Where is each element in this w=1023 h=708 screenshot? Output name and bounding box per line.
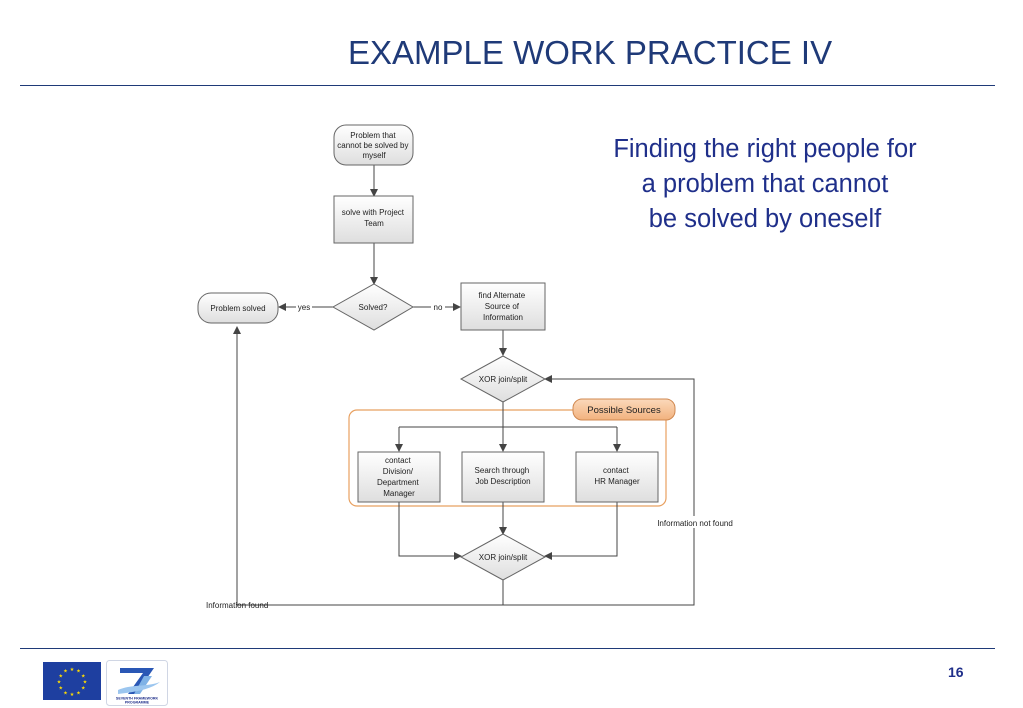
xor-gateway-top-label: XOR join/split	[479, 375, 528, 384]
slide-caption: Finding the right people for a problem t…	[560, 132, 970, 237]
caption-line-1: Finding the right people for	[613, 135, 917, 163]
fp7-text-line-2: PROGRAMME	[125, 701, 150, 705]
caption-line-3: be solved by oneself	[648, 205, 882, 233]
contact-hr-line-1: contact	[603, 466, 630, 475]
svg-text:Search through Job Descrip: Search through Job Description	[475, 466, 532, 486]
contact-division-task	[357, 451, 441, 503]
start-node-line-3: myself	[362, 151, 386, 160]
svg-text:★: ★	[76, 669, 81, 675]
xor-gateway-top	[459, 355, 547, 403]
svg-text:★: ★	[63, 669, 68, 675]
possible-sources-tag	[572, 398, 676, 421]
project-team-line-1: solve with Project	[342, 208, 405, 217]
possible-sources-group	[348, 409, 667, 507]
svg-text:★: ★	[70, 667, 75, 673]
start-node	[333, 124, 414, 166]
svg-text:★: ★	[59, 674, 64, 680]
xor-gateway-bottom-label: XOR join/split	[479, 553, 528, 562]
svg-text:★: ★	[63, 690, 68, 696]
page-number: 16	[948, 664, 964, 680]
no-label: no	[434, 303, 443, 312]
svg-text:★: ★	[83, 680, 88, 686]
contact-hr-line-2: HR Manager	[594, 477, 640, 486]
fp7-text-line-1: SEVENTH FRAMEWORK	[116, 697, 159, 701]
svg-text:contact HR Manager: contact HR Manager	[594, 466, 640, 486]
svg-text:★: ★	[70, 692, 75, 698]
slide-title: EXAMPLE WORK PRACTICE IV	[348, 34, 833, 71]
possible-sources-label: Possible Sources	[587, 405, 661, 416]
start-node-line-2: cannot be solved by	[337, 141, 408, 150]
svg-text:contact Division/ Depa: contact Division/ Department Manager	[377, 456, 421, 498]
contact-division-line-4: Manager	[383, 489, 415, 498]
job-description-line-1: Search through	[475, 466, 530, 475]
contact-division-line-2: Division/	[383, 467, 414, 476]
solved-decision-label: Solved?	[359, 303, 388, 312]
title-divider	[20, 85, 995, 86]
yes-label: yes	[298, 303, 310, 312]
footer-divider	[20, 648, 995, 649]
job-description-task	[461, 451, 545, 503]
info-not-found-label: Information not found	[657, 519, 733, 528]
start-node-line-1: Problem that	[350, 131, 396, 140]
alternate-source-line-1: find Alternate	[479, 291, 526, 300]
solved-decision	[331, 283, 414, 331]
alternate-source-line-3: Information	[483, 313, 523, 322]
svg-text:★: ★	[76, 690, 81, 696]
eu-flag-logo: ★ ★ ★ ★ ★ ★ ★ ★ ★ ★ ★ ★	[43, 662, 101, 700]
project-team-task	[333, 195, 414, 244]
svg-text:solve with Project Team: solve with Project Team	[342, 208, 406, 228]
problem-solved-label: Problem solved	[210, 304, 265, 313]
info-found-label: Information found	[206, 601, 268, 610]
svg-text:★: ★	[59, 686, 64, 692]
contact-division-line-1: contact	[385, 456, 412, 465]
job-description-line-2: Job Description	[475, 477, 530, 486]
xor-gateway-bottom	[459, 533, 547, 581]
svg-text:find Alternate Source of: find Alternate Source of Information	[479, 291, 528, 322]
svg-text:★: ★	[81, 686, 86, 692]
svg-text:Problem that cannot be sol: Problem that cannot be solved by myself	[337, 131, 410, 160]
alternate-source-line-2: Source of	[485, 302, 520, 311]
seventh-framework-programme-logo: SEVENTH FRAMEWORK PROGRAMME	[106, 660, 168, 706]
caption-line-2: a problem that cannot	[641, 170, 889, 198]
contact-hr-task	[575, 451, 659, 503]
project-team-line-2: Team	[364, 219, 384, 228]
svg-text:★: ★	[81, 674, 86, 680]
svg-text:★: ★	[57, 680, 62, 686]
problem-solved-node	[197, 292, 279, 324]
contact-division-line-3: Department	[377, 478, 420, 487]
alternate-source-task	[460, 282, 546, 331]
